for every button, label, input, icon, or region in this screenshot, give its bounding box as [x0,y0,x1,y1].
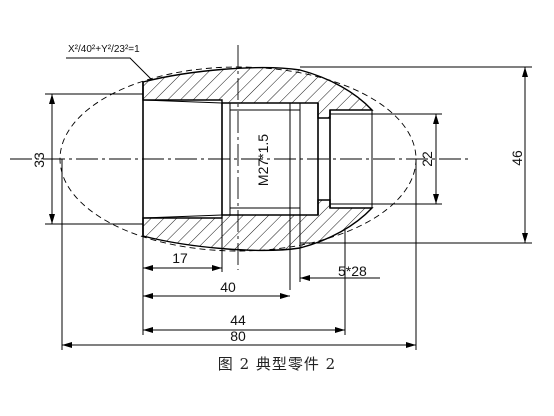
dim-80: 80 [62,328,416,348]
dim-5x28: 5*28 [300,263,380,281]
figure-caption: 图 2 典型零件 2 [217,355,337,373]
dim-44: 44 [143,312,345,333]
svg-text:22: 22 [419,151,435,167]
thread-label: M27*1.5 [255,134,271,186]
svg-text:33: 33 [31,152,47,168]
svg-text:80: 80 [230,328,246,344]
equation-leader [66,57,153,81]
dim-40: 40 [143,279,290,299]
extension-lines [61,159,417,350]
svg-text:46: 46 [509,150,525,166]
dim-33: 33 [31,93,143,225]
svg-text:40: 40 [220,279,236,295]
upper-hatched-section [142,66,374,119]
svg-text:44: 44 [230,312,246,328]
dim-22: 22 [330,113,442,205]
lower-hatched-section [142,199,374,252]
svg-text:5*28: 5*28 [338,263,367,279]
equation-label: X²/40²+Y²/23²=1 [68,44,140,55]
svg-text:17: 17 [172,250,188,266]
dim-17: 17 [143,250,222,271]
